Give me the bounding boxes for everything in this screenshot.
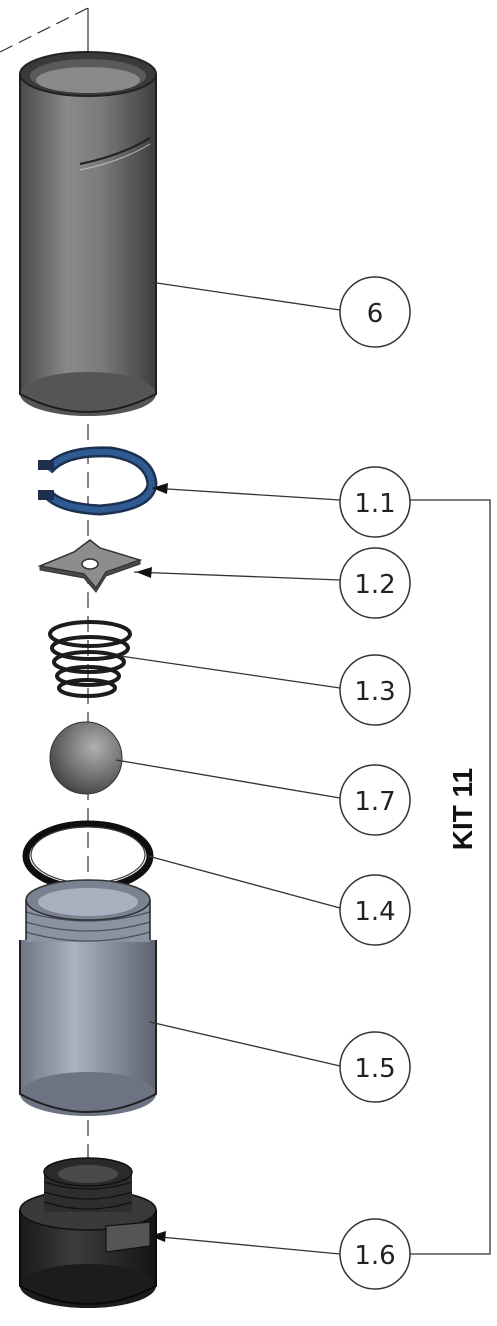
part-ball <box>49 721 123 795</box>
balloon-part-1-6: 1.6 <box>339 1218 411 1290</box>
svg-text:1.4: 1.4 <box>354 897 395 927</box>
balloon-part-1-1: 1.1 <box>339 466 411 538</box>
svg-text:1.7: 1.7 <box>354 787 395 817</box>
svg-text:1.3: 1.3 <box>354 677 395 707</box>
svg-text:1.5: 1.5 <box>354 1054 395 1084</box>
part-threaded-bushing <box>19 879 157 1116</box>
balloon-part-6: 6 <box>339 276 411 348</box>
part-conical-spring <box>48 620 132 698</box>
leader-lines <box>115 281 341 1255</box>
svg-text:6: 6 <box>367 299 384 329</box>
part-valve-seat <box>19 1157 157 1308</box>
part-retaining-ring <box>38 446 158 516</box>
projection-line <box>0 7 89 53</box>
balloon-part-1-4: 1.4 <box>339 874 411 946</box>
svg-text:1.2: 1.2 <box>354 570 395 600</box>
kit-bracket <box>410 499 491 1255</box>
balloon-part-1-7: 1.7 <box>339 764 411 836</box>
balloon-part-1-5: 1.5 <box>339 1031 411 1103</box>
svg-text:1.1: 1.1 <box>354 489 395 519</box>
balloon-part-1-3: 1.3 <box>339 654 411 726</box>
kit-label: KIT 11 <box>447 768 478 850</box>
svg-text:1.6: 1.6 <box>354 1241 395 1271</box>
part-star-washer <box>37 539 143 593</box>
part-tube <box>19 51 157 416</box>
balloon-part-1-2: 1.2 <box>339 547 411 619</box>
leader-arrowheads <box>136 483 168 1242</box>
